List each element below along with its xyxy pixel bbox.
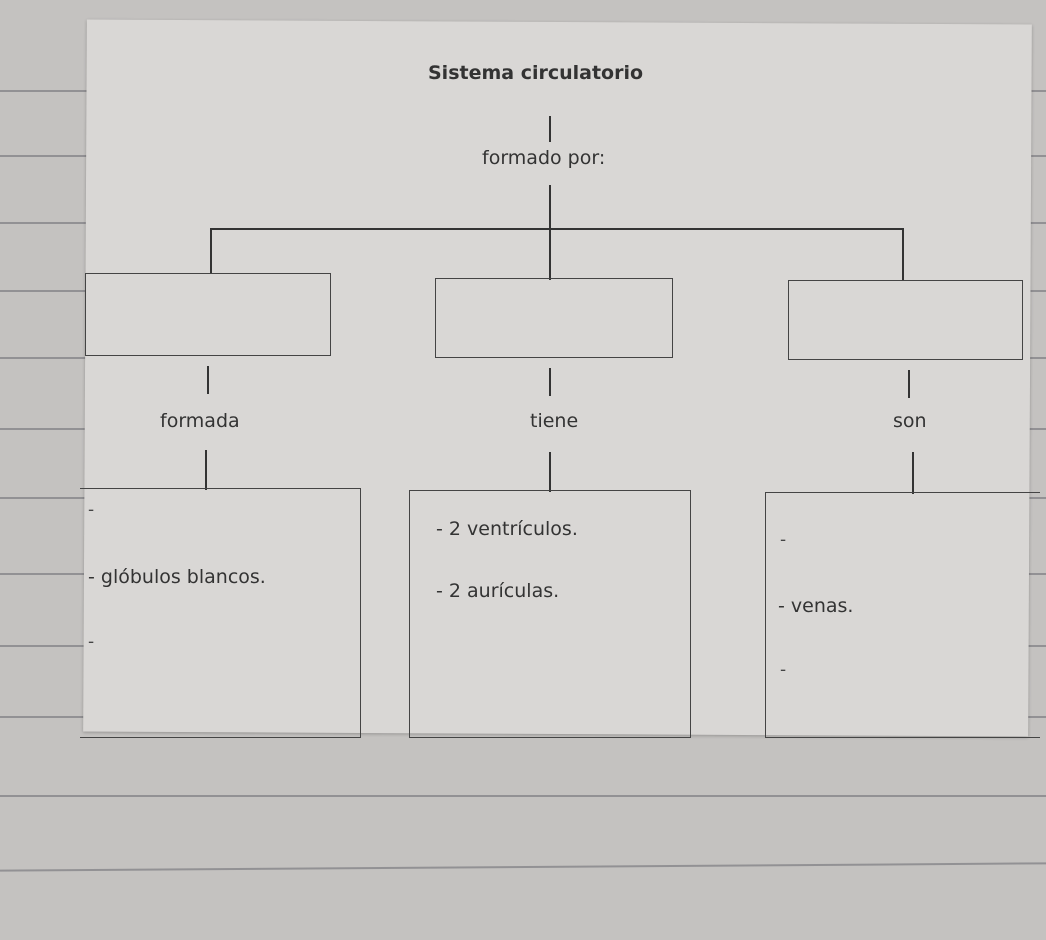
connector-son: son: [893, 410, 927, 432]
notebook-line: [0, 795, 1046, 797]
connector-top: formado por:: [482, 147, 606, 169]
blank-box-3[interactable]: [788, 280, 1023, 360]
connector-line: [902, 228, 904, 280]
list-item: -: [780, 660, 787, 680]
list-item: - glóbulos blancos.: [88, 566, 266, 588]
list-box-1: [80, 488, 361, 738]
list-item: -: [88, 632, 95, 652]
connector-line: [908, 370, 910, 398]
connector-line: [549, 185, 551, 280]
connector-formada: formada: [160, 410, 240, 432]
connector-tiene: tiene: [530, 410, 579, 432]
connector-line: [912, 452, 914, 494]
connector-line: [210, 228, 904, 230]
connector-line: [210, 228, 212, 274]
list-item: -: [88, 500, 95, 520]
connector-line: [549, 116, 551, 142]
blank-box-2[interactable]: [435, 278, 673, 358]
list-item: - 2 ventrículos.: [436, 518, 578, 540]
connector-line: [549, 452, 551, 492]
list-item: - venas.: [778, 595, 854, 617]
list-item: - 2 aurículas.: [436, 580, 560, 602]
notebook-line: [0, 862, 1046, 872]
list-box-3: [765, 492, 1040, 738]
list-box-2: [409, 490, 691, 738]
diagram-title: Sistema circulatorio: [428, 62, 644, 84]
connector-line: [549, 368, 551, 396]
connector-line: [205, 450, 207, 490]
connector-line: [207, 366, 209, 394]
blank-box-1[interactable]: [85, 273, 331, 356]
list-item: -: [780, 530, 787, 550]
